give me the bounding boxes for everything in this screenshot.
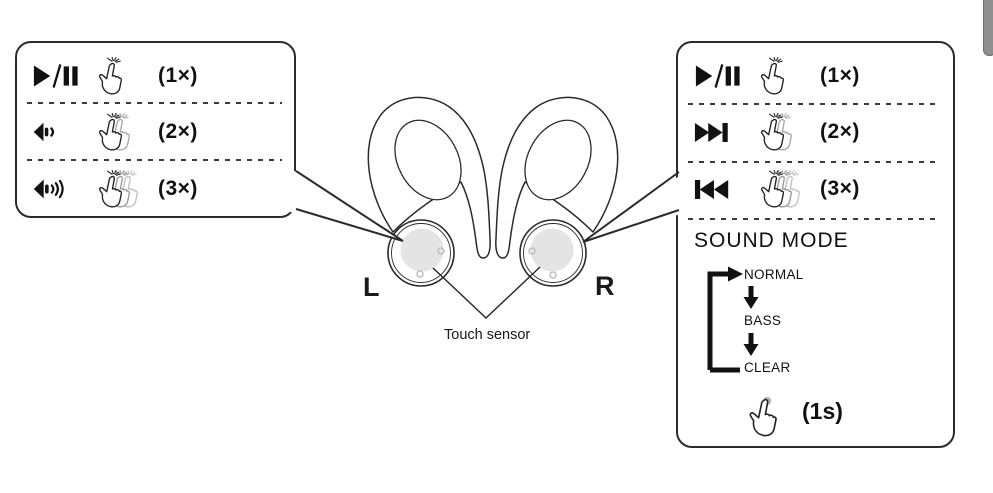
control-row-volume-up: (3×) — [32, 170, 286, 208]
tap-count-label: (1×) — [820, 64, 860, 87]
triple-tap-gesture-icon — [96, 170, 158, 208]
single-tap-gesture-icon — [758, 57, 820, 95]
touch-sensor-left — [400, 228, 444, 272]
play-pause-icon — [32, 63, 96, 89]
sound-mode-normal: NORMAL — [744, 267, 804, 282]
control-row-next-track: (2×) — [694, 113, 945, 151]
touch-sensor-label: Touch sensor — [444, 327, 531, 343]
tap-count-label: (3×) — [158, 177, 198, 200]
left-ear-hook — [367, 96, 491, 259]
divider — [688, 218, 941, 220]
play-pause-icon — [694, 63, 758, 89]
touch-sensor-right — [530, 228, 574, 272]
divider — [27, 102, 282, 104]
touch-sensor-pointer-lines — [432, 266, 541, 320]
sound-mode-bass: BASS — [744, 313, 782, 328]
right-earbud-label: R — [595, 271, 615, 301]
down-arrow-icon — [743, 286, 759, 309]
control-row-previous-track: (3×) — [694, 170, 945, 208]
tap-count-label: (2×) — [158, 120, 198, 143]
control-row-play-pause: (1×) — [32, 57, 286, 95]
double-tap-gesture-icon — [96, 113, 158, 151]
scrollbar-thumb[interactable] — [983, 0, 993, 56]
divider — [688, 161, 941, 163]
double-tap-gesture-icon — [758, 113, 820, 151]
left-earbud — [387, 219, 455, 287]
left-earbud-label: L — [363, 272, 380, 302]
tap-count-label: (2×) — [820, 120, 860, 143]
right-ear-hook — [495, 96, 619, 259]
volume-up-icon — [32, 177, 96, 201]
sound-mode-clear: CLEAR — [744, 360, 791, 375]
earbuds-illustration — [367, 96, 619, 320]
previous-track-icon — [694, 178, 758, 201]
volume-down-icon — [32, 120, 96, 144]
tap-count-label: (3×) — [820, 177, 860, 200]
divider — [688, 103, 941, 105]
next-track-icon — [694, 121, 758, 144]
single-tap-gesture-icon — [96, 57, 158, 95]
down-arrow-icon — [743, 333, 759, 356]
divider — [27, 159, 282, 161]
triple-tap-gesture-icon — [758, 170, 820, 208]
touch-hold-gesture-icon — [749, 396, 777, 437]
control-row-play-pause: (1×) — [694, 57, 945, 95]
control-row-volume-down: (2×) — [32, 113, 286, 151]
left-earbud-controls-panel: (1×) (2×) — [15, 41, 296, 218]
tap-count-label: (1×) — [158, 64, 198, 87]
hold-duration-label: (1s) — [802, 398, 843, 424]
right-earbud-controls-panel: (1×) (2×) — [676, 41, 955, 448]
sound-mode-title: SOUND MODE — [694, 229, 849, 252]
right-earbud — [519, 219, 587, 287]
